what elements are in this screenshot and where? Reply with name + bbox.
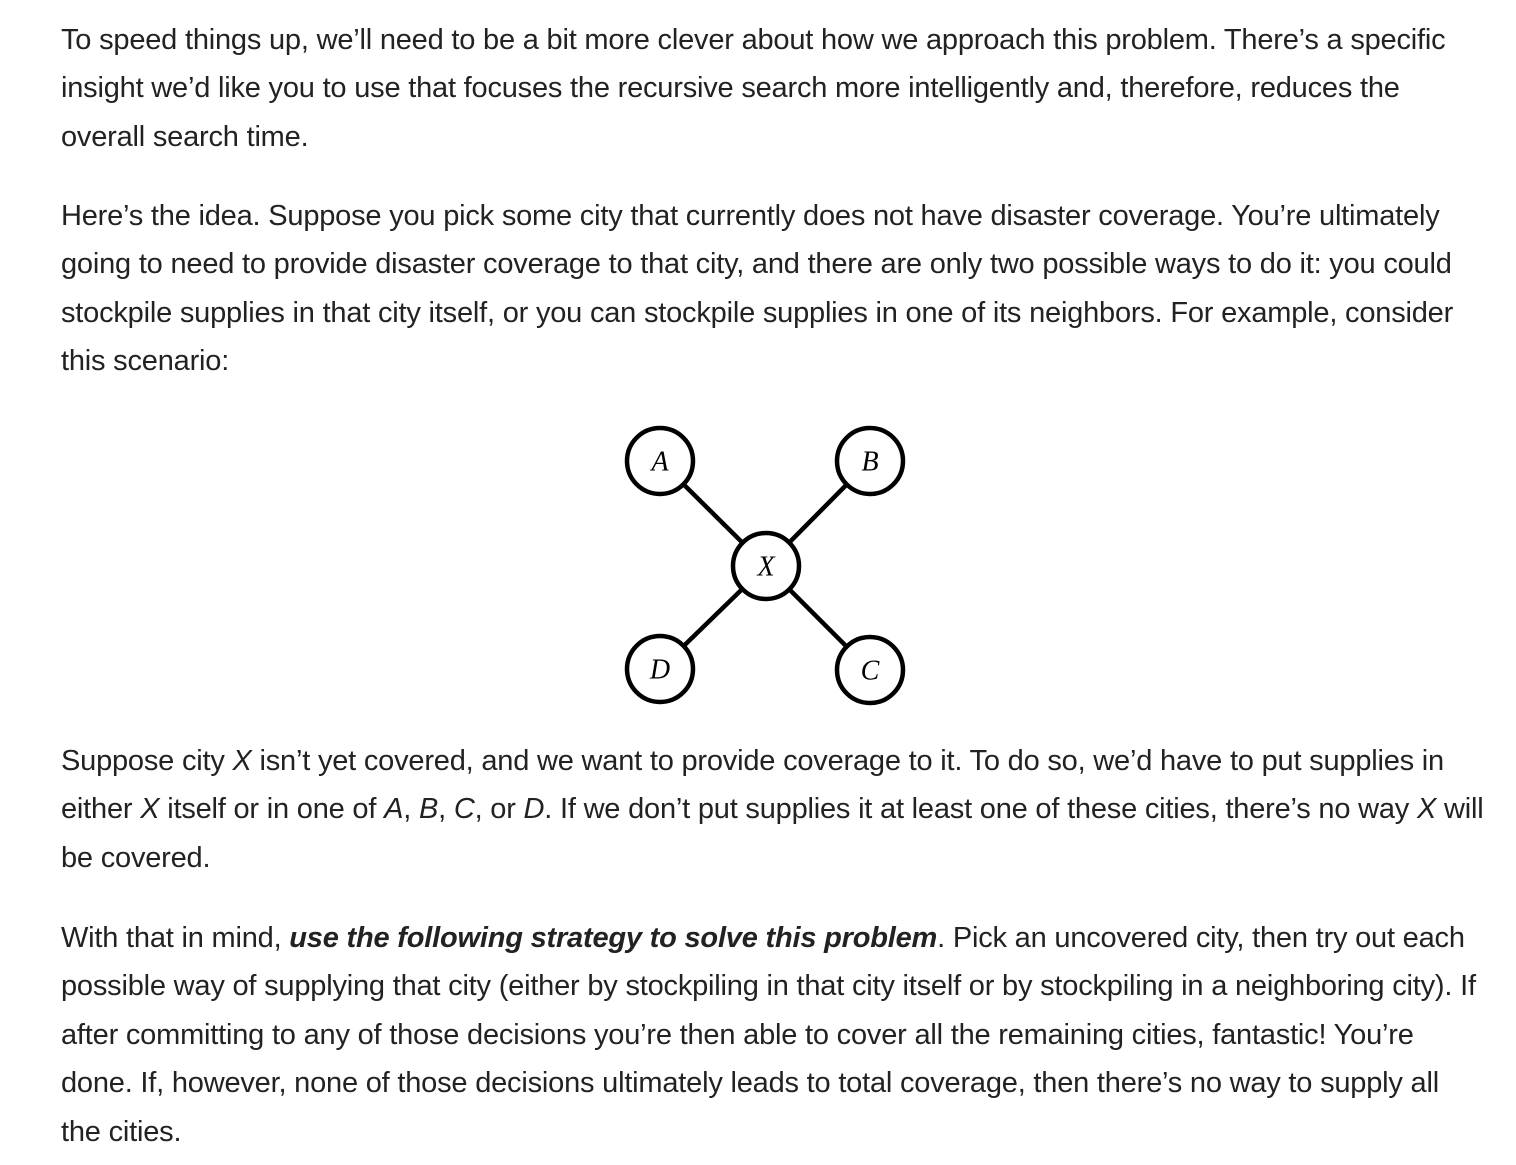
text-run: , <box>438 793 454 826</box>
text-run: isn’t yet covered, and we want to provid… <box>61 745 1444 826</box>
node-x-label: X <box>756 552 775 583</box>
text-run: . Pick an uncovered city, then try out e… <box>61 922 1476 1148</box>
city-x-ref: X <box>140 793 160 826</box>
node-b-label: B <box>861 447 878 478</box>
city-c-ref: C <box>453 793 475 826</box>
city-a-ref: A <box>384 793 404 826</box>
strategy-emphasis: use the following strategy to solve this… <box>289 922 938 954</box>
city-d-ref: D <box>523 793 545 826</box>
node-d <box>624 633 696 705</box>
node-d-label: D <box>649 655 670 686</box>
city-graph-svg: A B X D C <box>624 425 906 706</box>
city-x-ref: X <box>1416 793 1437 826</box>
node-a <box>624 425 696 497</box>
node-a-label: A <box>649 447 669 478</box>
node-b <box>834 425 906 497</box>
text-run: With that in mind, <box>61 922 290 954</box>
paragraph-strategy: With that in mind, use the following str… <box>61 914 1481 1156</box>
text-run: , or <box>474 793 524 826</box>
text-run: will be covered. <box>61 793 1484 874</box>
city-x-ref: X <box>232 745 252 777</box>
city-b-ref: B <box>418 793 439 826</box>
node-c-label: C <box>861 656 880 687</box>
paragraph-speed-up: To speed things up, we’ll need to be a b… <box>61 24 1446 153</box>
text-run: . If we don’t put supplies it at least o… <box>544 793 1417 826</box>
text-run: Suppose city <box>61 745 233 777</box>
text-run: itself or in one of <box>159 793 385 826</box>
paragraph-idea: Here’s the idea. Suppose you pick some c… <box>61 200 1454 378</box>
city-graph-diagram: A B X D C <box>620 420 920 710</box>
paragraph-city-x: Suppose city X isn’t yet covered, and we… <box>61 737 1491 882</box>
text-run: , <box>403 793 419 826</box>
node-c <box>834 634 906 706</box>
node-x <box>730 530 802 602</box>
